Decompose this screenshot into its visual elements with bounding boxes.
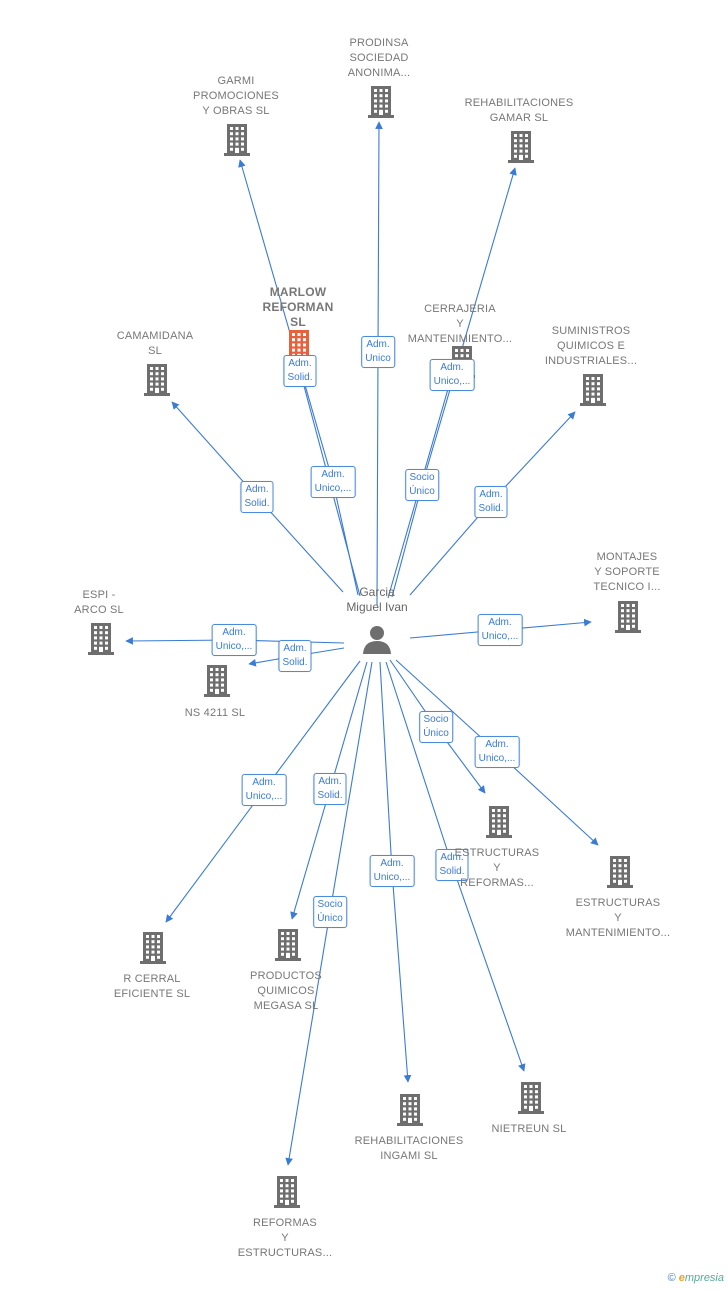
edge-role-label[interactable]: Adm. Solid. bbox=[474, 486, 508, 518]
company-building-icon bbox=[607, 856, 633, 888]
company-name-label[interactable]: PRODINSA SOCIEDAD ANONIMA... bbox=[347, 37, 411, 79]
company-name-label[interactable]: PRODUCTOS QUIMICOS MEGASA SL bbox=[250, 970, 322, 1012]
edge-role-label[interactable]: Adm. Unico,... bbox=[474, 736, 520, 768]
edge-role-label[interactable]: Adm. Solid. bbox=[283, 355, 317, 387]
company-building-icon bbox=[88, 623, 114, 655]
company-building-icon bbox=[144, 364, 170, 396]
edge-role-label[interactable]: Adm. Unico,... bbox=[310, 466, 356, 498]
company-building-icon bbox=[397, 1094, 423, 1126]
edge-role-label[interactable]: Adm. Solid. bbox=[313, 773, 347, 805]
company-building-icon bbox=[368, 86, 394, 118]
company-building-icon bbox=[140, 932, 166, 964]
edge-role-label[interactable]: Socio Único bbox=[313, 896, 347, 928]
company-name-label[interactable]: MARLOW REFORMAN SL bbox=[262, 285, 334, 329]
company-name-label[interactable]: CAMAMIDANA SL bbox=[116, 330, 194, 357]
company-building-icon bbox=[518, 1082, 544, 1114]
company-name-label[interactable]: R CERRAL EFICIENTE SL bbox=[113, 973, 191, 1000]
company-name-label[interactable]: NS 4211 SL bbox=[184, 707, 246, 719]
company-name-label[interactable]: REFORMAS Y ESTRUCTURAS... bbox=[237, 1217, 333, 1259]
edge-role-label[interactable]: Socio Único bbox=[419, 711, 453, 743]
company-building-icon bbox=[508, 131, 534, 163]
company-name-label[interactable]: ESTRUCTURAS Y REFORMAS... bbox=[454, 847, 540, 889]
company-building-icon bbox=[615, 601, 641, 633]
company-name-label[interactable]: ESPI - ARCO SL bbox=[74, 589, 124, 616]
person-name-label[interactable]: Garcia Miguel Ivan bbox=[346, 585, 408, 614]
edge-role-label[interactable]: Socio Único bbox=[405, 469, 439, 501]
company-name-label[interactable]: NIETREUN SL bbox=[491, 1123, 567, 1135]
company-building-icon bbox=[486, 806, 512, 838]
company-name-label[interactable]: ESTRUCTURAS Y MANTENIMIENTO... bbox=[565, 897, 671, 939]
person-icon bbox=[363, 626, 391, 654]
company-name-label[interactable]: GARMI PROMOCIONES Y OBRAS SL bbox=[193, 75, 279, 117]
edge-role-label[interactable]: Adm. Unico,... bbox=[477, 614, 523, 646]
edge-role-label[interactable]: Adm. Solid. bbox=[435, 849, 469, 881]
company-name-label[interactable]: CERRAJERIA Y MANTENIMIENTO... bbox=[407, 303, 513, 345]
company-building-icon bbox=[580, 374, 606, 406]
company-building-icon bbox=[204, 665, 230, 697]
company-name-label[interactable]: MONTAJES Y SOPORTE TECNICO I... bbox=[593, 551, 661, 593]
company-building-icon bbox=[224, 124, 250, 156]
edge-role-label[interactable]: Adm. Unico bbox=[361, 336, 395, 368]
company-name-label[interactable]: SUMINISTROS QUIMICOS E INDUSTRIALES... bbox=[544, 325, 638, 367]
company-building-icon bbox=[274, 1176, 300, 1208]
company-name-label[interactable]: REHABILITACIONES GAMAR SL bbox=[464, 97, 574, 124]
edge-role-label[interactable]: Adm. Solid. bbox=[240, 481, 274, 513]
edge-role-label[interactable]: Adm. Solid. bbox=[278, 640, 312, 672]
empresia-watermark: © empresia bbox=[667, 1272, 724, 1284]
edge-role-label[interactable]: Adm. Unico,... bbox=[369, 855, 415, 887]
edge-role-label[interactable]: Adm. Unico,... bbox=[211, 624, 257, 656]
company-building-icon bbox=[275, 929, 301, 961]
edge-role-label[interactable]: Adm. Unico,... bbox=[429, 359, 475, 391]
edge-role-label[interactable]: Adm. Unico,... bbox=[241, 774, 287, 806]
company-name-label[interactable]: REHABILITACIONES INGAMI SL bbox=[354, 1135, 464, 1162]
